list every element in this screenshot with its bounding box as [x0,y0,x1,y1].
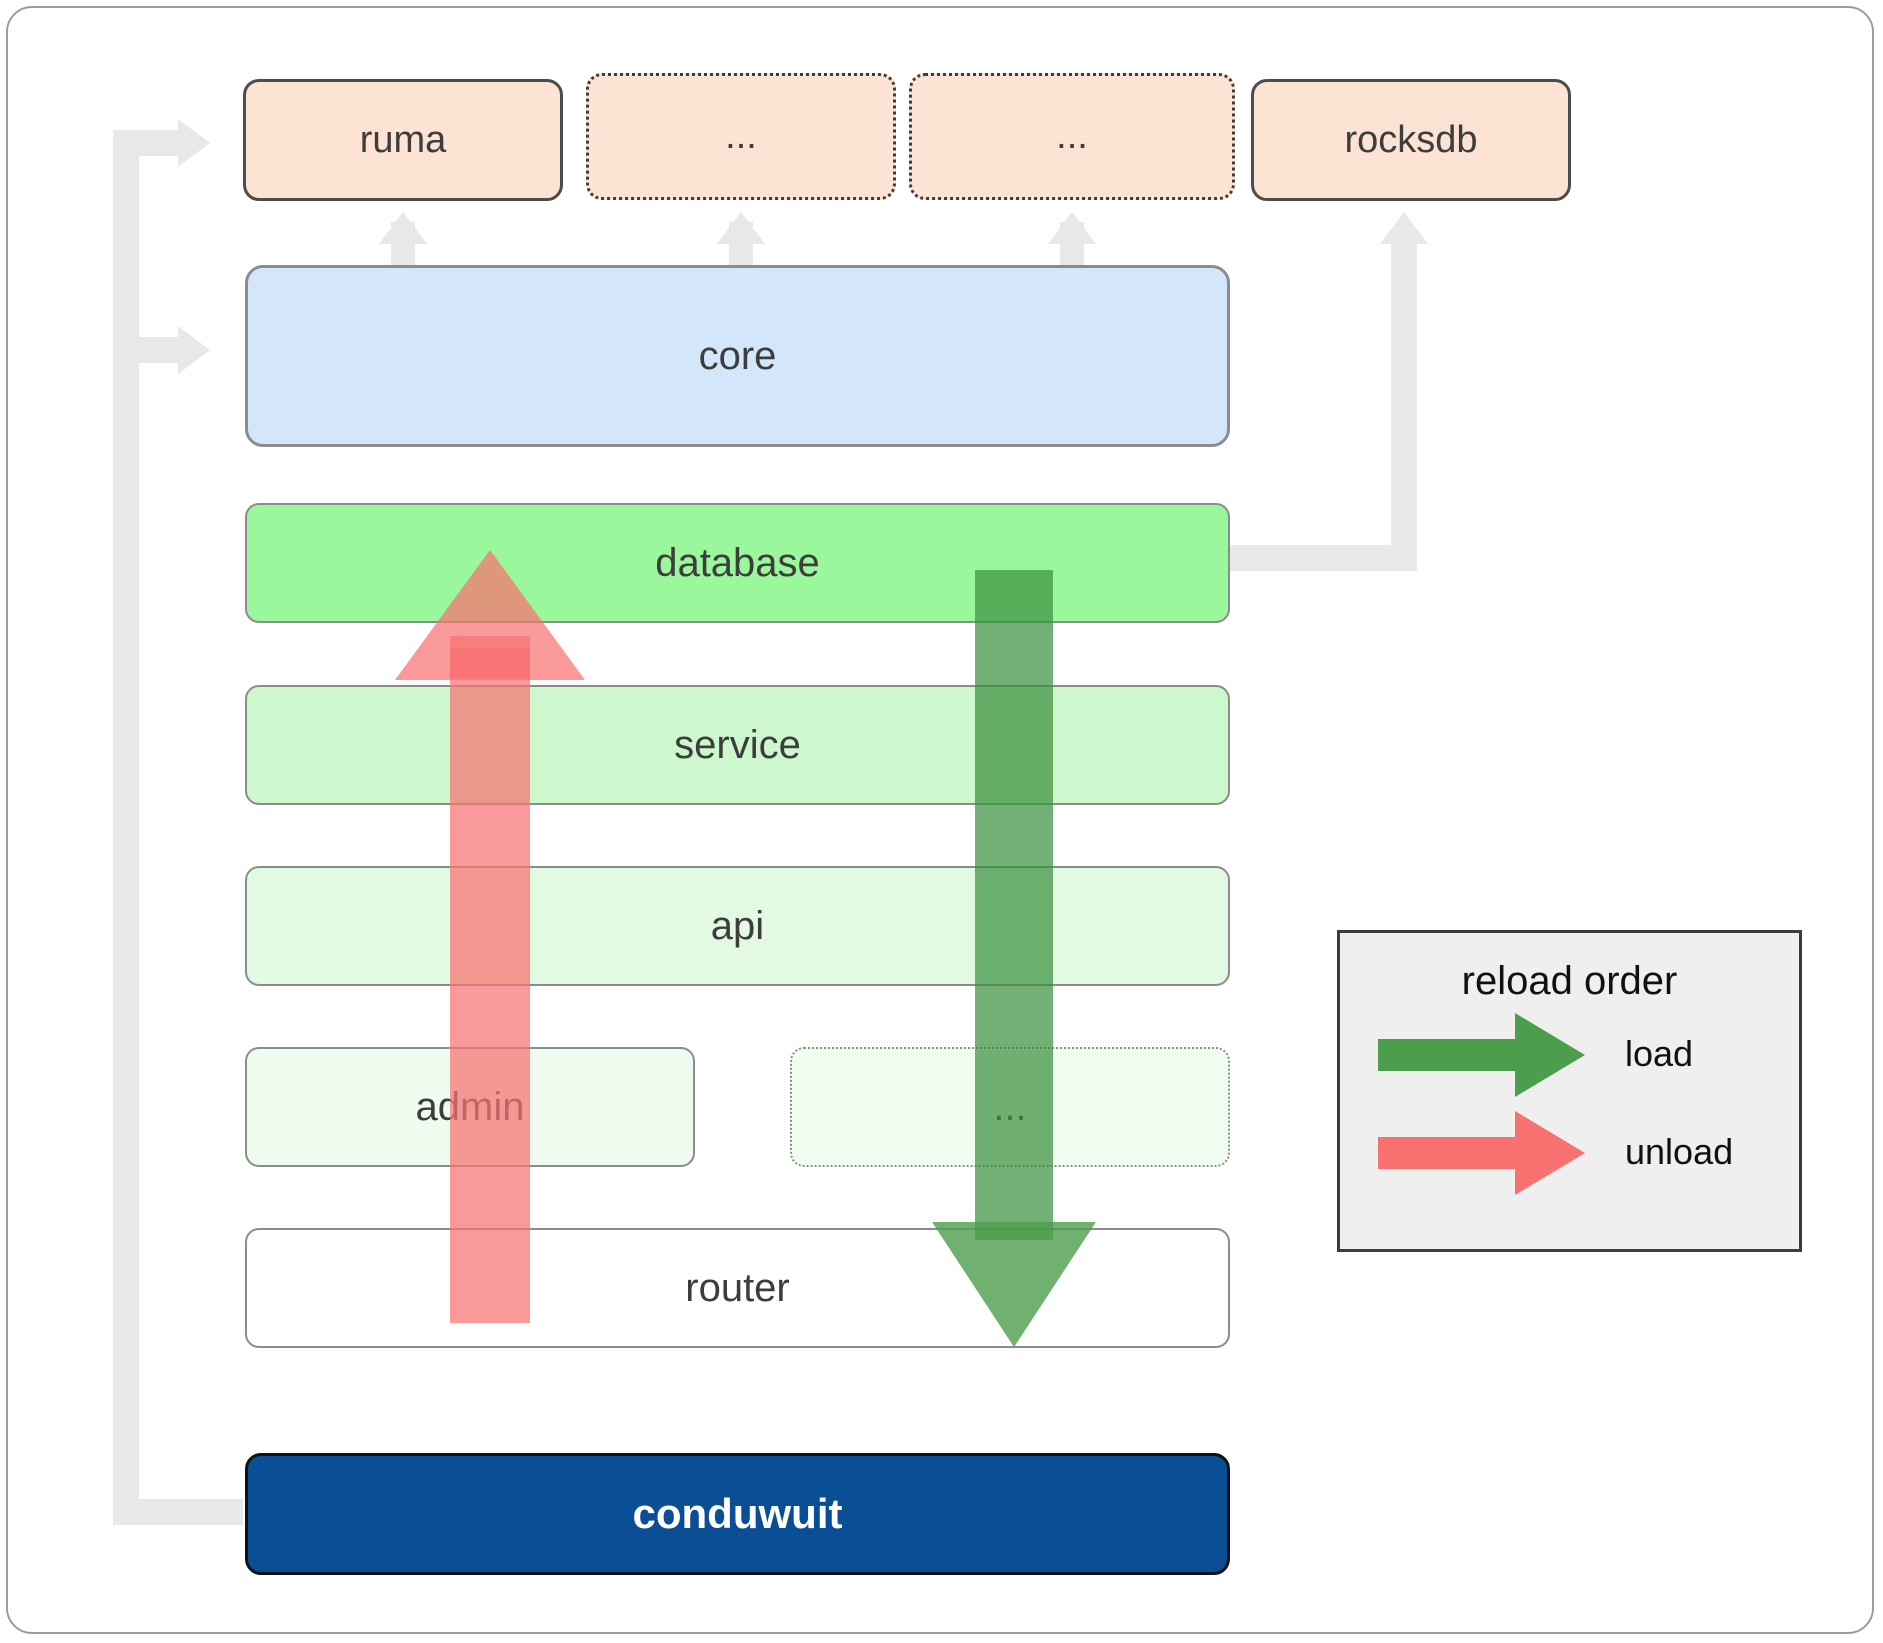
dependency-box-ellipsis-1[interactable]: ... [586,73,896,200]
connector-conduwuit-bottom-horizontal [113,1499,243,1525]
connector-rail-to-ruma [113,130,183,156]
load-arrow-shaft [975,570,1053,1240]
dependency-label: ... [725,115,757,157]
connector-database-to-rocksdb-horizontal [1222,545,1417,571]
dependency-label: rocksdb [1344,118,1478,161]
layer-label: database [655,540,820,585]
legend-panel: reload order load unload [1337,930,1802,1252]
root-box-conduwuit[interactable]: conduwuit [245,1453,1230,1575]
legend-label-load: load [1625,1033,1694,1074]
load-arrow-head-icon [932,1222,1096,1347]
layer-label: service [674,722,801,767]
connector-database-to-rocksdb-vertical [1391,235,1417,571]
legend-title: reload order [1461,959,1678,1003]
legend-unload-arrow-head-icon [1515,1111,1585,1195]
legend-load-arrow-head-icon [1515,1013,1585,1097]
layer-label: router [685,1265,790,1310]
connector-database-to-rocksdb-arrow-icon [1380,212,1428,244]
connector-arrow-to-ruma-icon [178,119,210,167]
connector-core-to-dep3-arrow-icon [1048,212,1096,244]
dependency-box-ellipsis-2[interactable]: ... [909,73,1235,200]
connector-arrow-to-core-icon [178,326,210,374]
connector-rail-to-core [113,337,183,363]
unload-arrow-neck [450,648,530,678]
layer-box-service[interactable]: service [245,685,1230,805]
layer-box-core[interactable]: core [245,265,1230,447]
legend-label-unload: unload [1625,1131,1734,1172]
diagram-frame [6,6,1874,1634]
connector-core-to-dep2-arrow-icon [717,212,765,244]
layer-label: core [698,333,777,378]
dependency-label: ... [1056,115,1088,157]
layer-label: api [710,903,765,948]
connector-core-to-ruma-arrow-icon [379,212,427,244]
unload-arrow-shaft [450,636,530,1323]
layer-box-database[interactable]: database [245,503,1230,623]
root-label: conduwuit [632,1490,843,1537]
layer-box-api[interactable]: api [245,866,1230,986]
dependency-label: ruma [359,118,447,161]
dependency-box-ruma[interactable]: ruma [243,79,563,201]
dependency-box-rocksdb[interactable]: rocksdb [1251,79,1571,201]
